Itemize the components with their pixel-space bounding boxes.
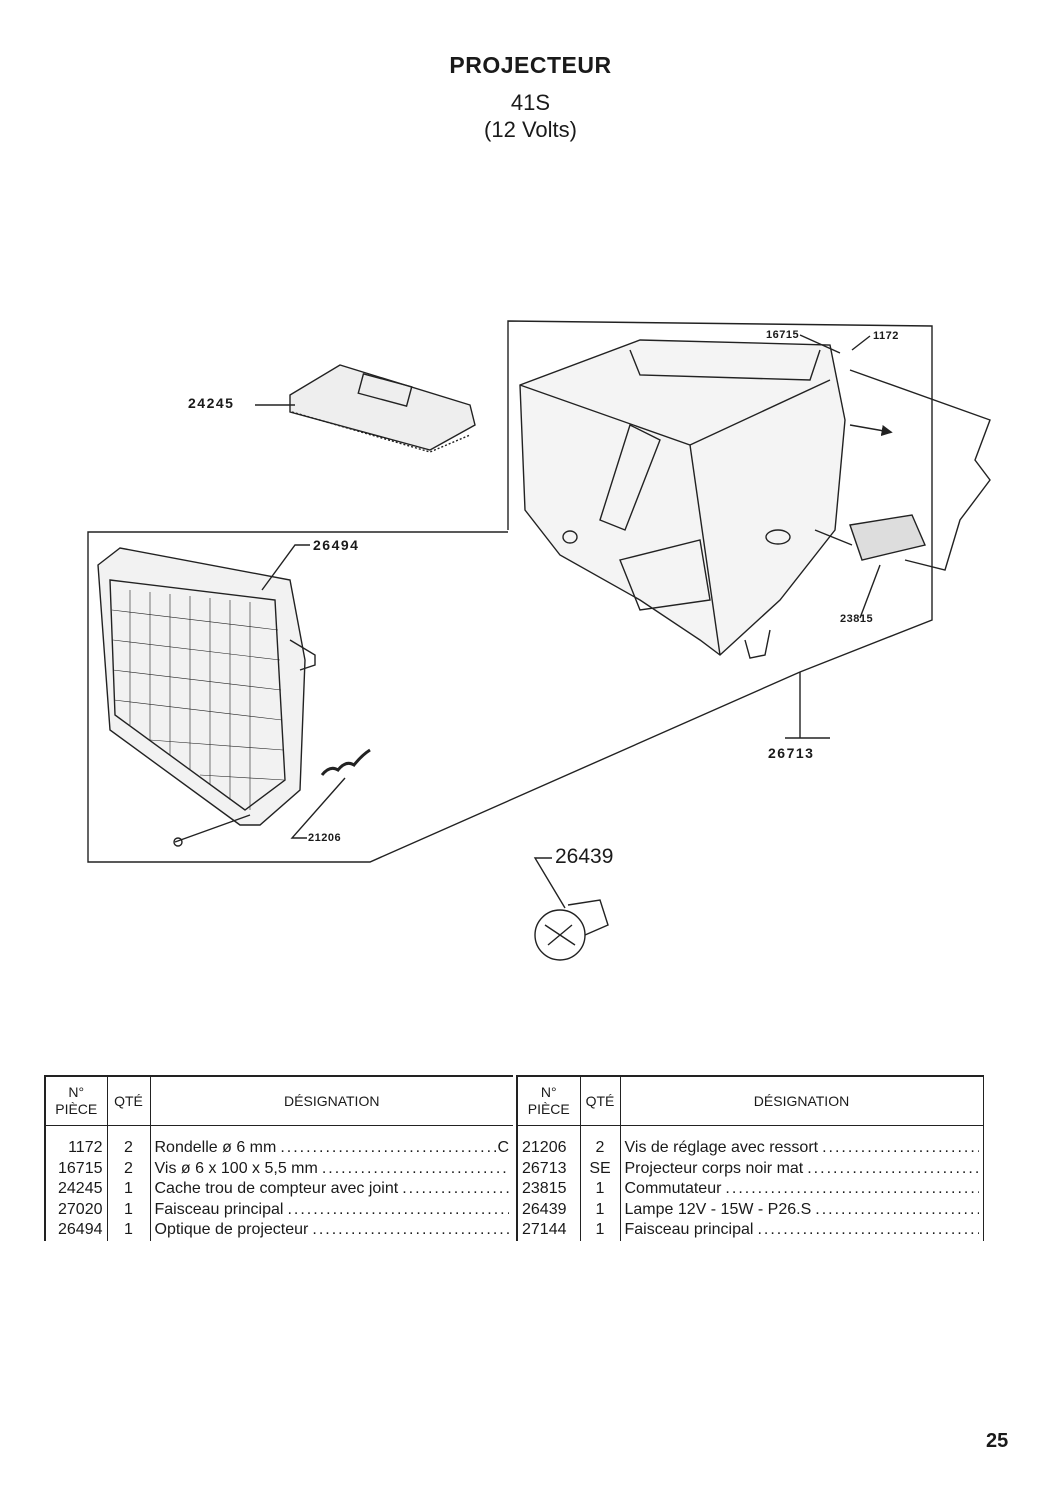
callout-1172: 1172 [873, 330, 899, 342]
header-quantity: QTÉ [106, 1075, 150, 1126]
callout-23815: 23815 [840, 613, 874, 625]
page-number: 25 [986, 1430, 1009, 1452]
model-label: 41S [510, 90, 551, 115]
header-designation: DÉSIGNATION [619, 1075, 984, 1126]
callout-24245: 24245 [188, 395, 235, 411]
callout-26439: 26439 [555, 845, 614, 868]
header-designation: DÉSIGNATION [149, 1075, 513, 1126]
callout-26494: 26494 [313, 537, 360, 553]
header-part-number: N°PIÈCE [516, 1075, 580, 1126]
callout-26713: 26713 [768, 745, 815, 761]
page-title: PROJECTEUR [449, 52, 612, 78]
header-part-number: N°PIÈCE [44, 1075, 107, 1126]
exploded-diagram [87, 320, 991, 961]
callout-16715: 16715 [766, 329, 800, 341]
voltage-label: (12 Volts) [484, 117, 577, 142]
header-quantity: QTÉ [579, 1075, 620, 1126]
callout-21206: 21206 [308, 832, 342, 844]
